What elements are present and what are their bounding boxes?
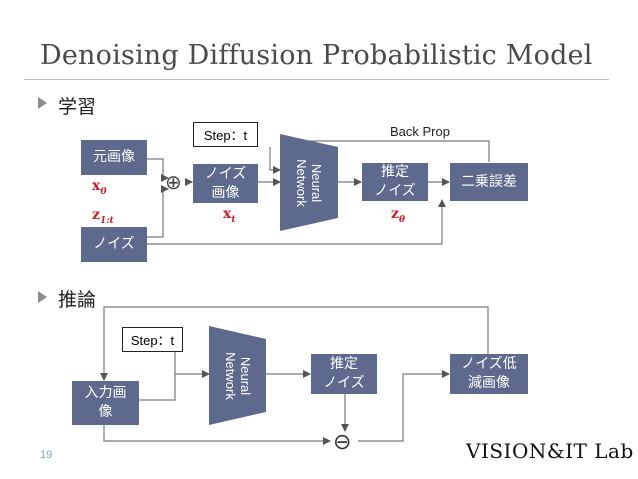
plus-icon: ⊕ [165, 172, 182, 194]
noise-box: ノイズ [81, 227, 147, 262]
minus-icon: ⊖ [333, 429, 352, 454]
noisy-image-box: ノイズ 画像 [193, 164, 258, 203]
bullet-icon [38, 97, 47, 109]
var-xt: xt [223, 206, 236, 225]
bullet-icon [38, 291, 47, 303]
wire-input-to-net [139, 370, 210, 401]
var-z-1t: z1:t [92, 207, 114, 226]
wire-original-to-plus [147, 158, 169, 182]
inference-heading: 推論 [58, 289, 97, 311]
training-step-box: Step：t [193, 122, 258, 147]
back-prop-label: Back Prop [390, 124, 450, 139]
denoised-image-box: ノイズ低 減画像 [450, 354, 528, 394]
wire-noise-to-plus [147, 185, 169, 238]
inference-network-label: Neural Network [223, 352, 253, 400]
inference-step-box: Step：t [122, 327, 183, 352]
wire-input-to-minus [103, 425, 331, 445]
title-divider [24, 79, 609, 80]
wire-noise-to-error [147, 199, 446, 245]
page-number: 19 [40, 449, 53, 461]
original-image-box: 元画像 [81, 140, 147, 175]
var-ztheta: zθ [391, 206, 405, 225]
slide-title: Denoising Diffusion Probabilistic Model [40, 40, 593, 71]
training-network-label: Neural Network [294, 159, 324, 207]
inference-estimated-noise-box: 推定 ノイズ [311, 354, 377, 394]
estimated-noise-box: 推定 ノイズ [362, 163, 428, 201]
wire-loop-back [100, 306, 489, 381]
wire-minus-to-output [358, 370, 450, 442]
input-image-box: 入力画 像 [72, 381, 139, 425]
lab-logo: VISION&IT Lab [466, 439, 634, 463]
training-heading: 学習 [58, 96, 97, 118]
var-x0: x0 [92, 178, 107, 197]
wire-step-to-net [269, 147, 281, 174]
training-network-shape [280, 134, 338, 231]
inference-network-shape [209, 326, 266, 425]
squared-error-box: 二乗誤差 [450, 163, 528, 201]
